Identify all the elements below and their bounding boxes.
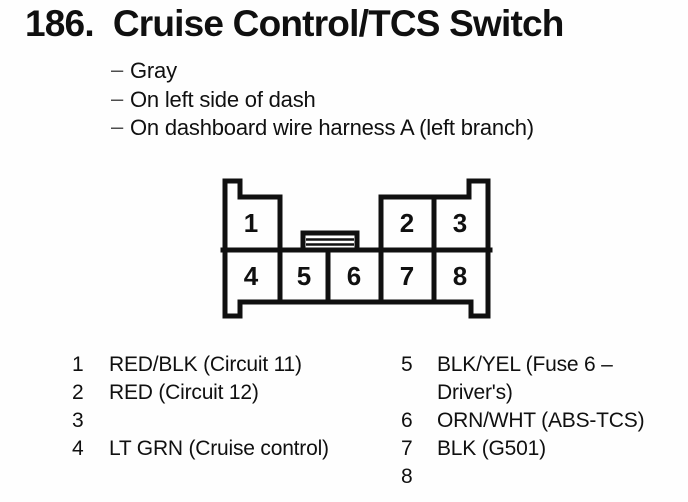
connector-grid-lines: [220, 194, 493, 305]
connector-pin-7: 7: [400, 261, 414, 291]
connector-pin-1: 1: [244, 208, 258, 238]
bullet-list: – Gray – On left side of dash – On dashb…: [111, 57, 534, 143]
pin-row: 2 RED (Circuit 12): [72, 379, 329, 407]
pin-row: 8: [401, 463, 644, 491]
bullet-dash: –: [111, 114, 124, 139]
pin-wire-label: RED/BLK (Circuit 11): [109, 353, 302, 376]
title-text: Cruise Control/TCS Switch: [112, 3, 565, 44]
bullet-text: On dashboard wire harness A (left branch…: [130, 115, 534, 140]
pin-wire-label: BLK/YEL (Fuse 6 – Driver's): [437, 353, 613, 404]
page-title: 186. Cruise Control/TCS Switch: [25, 2, 564, 46]
pin-number: 4: [72, 437, 84, 460]
bullet-item: – On dashboard wire harness A (left bran…: [111, 114, 534, 143]
pin-number: 1: [72, 353, 84, 376]
connector-pin-5: 5: [297, 261, 311, 291]
bullet-dash: –: [111, 57, 124, 82]
bullet-text: On left side of dash: [130, 86, 316, 112]
pin-row: 3: [72, 407, 329, 435]
title-number: 186.: [25, 3, 95, 44]
bullet-dash: –: [111, 85, 124, 111]
connector-pin-6: 6: [347, 261, 361, 291]
pin-wire-label: ORN/WHT (ABS-TCS): [437, 409, 645, 432]
connector-outline: [222, 178, 491, 319]
connector-pin-4: 4: [244, 261, 259, 291]
pin-number: 3: [72, 409, 84, 432]
pin-number: 6: [401, 409, 413, 432]
pin-number: 7: [401, 437, 413, 460]
pin-row: 6 ORN/WHT (ABS-TCS): [401, 407, 645, 435]
connector-diagram: 1 2 3 4 5 6 7 8: [220, 178, 493, 319]
pin-list-left: 1 RED/BLK (Circuit 11) 2 RED (Circuit 12…: [72, 351, 329, 463]
pin-wire-label: RED (Circuit 12): [109, 381, 259, 404]
pin-wire-label: BLK (G501): [437, 437, 546, 460]
pin-list-right: 5 BLK/YEL (Fuse 6 – Driver's) 6 ORN/WHT …: [401, 351, 645, 491]
bullet-text: Gray: [130, 58, 177, 83]
connector-latch-icon: [306, 238, 354, 246]
pin-number: 5: [401, 353, 413, 376]
pin-row: 7 BLK (G501): [401, 435, 644, 463]
pin-number: 2: [72, 381, 84, 404]
pin-wire-label: LT GRN (Cruise control): [109, 437, 329, 460]
pin-row: 5 BLK/YEL (Fuse 6 – Driver's): [401, 351, 644, 407]
pin-row: 4 LT GRN (Cruise control): [72, 435, 329, 463]
connector-pin-2: 2: [400, 208, 414, 238]
connector-pin-8: 8: [453, 261, 467, 291]
bullet-item: – Gray: [111, 57, 534, 86]
pin-number: 8: [401, 465, 413, 488]
bullet-item: – On left side of dash: [111, 86, 534, 115]
pin-row: 1 RED/BLK (Circuit 11): [72, 351, 329, 379]
connector-pin-3: 3: [453, 208, 467, 238]
